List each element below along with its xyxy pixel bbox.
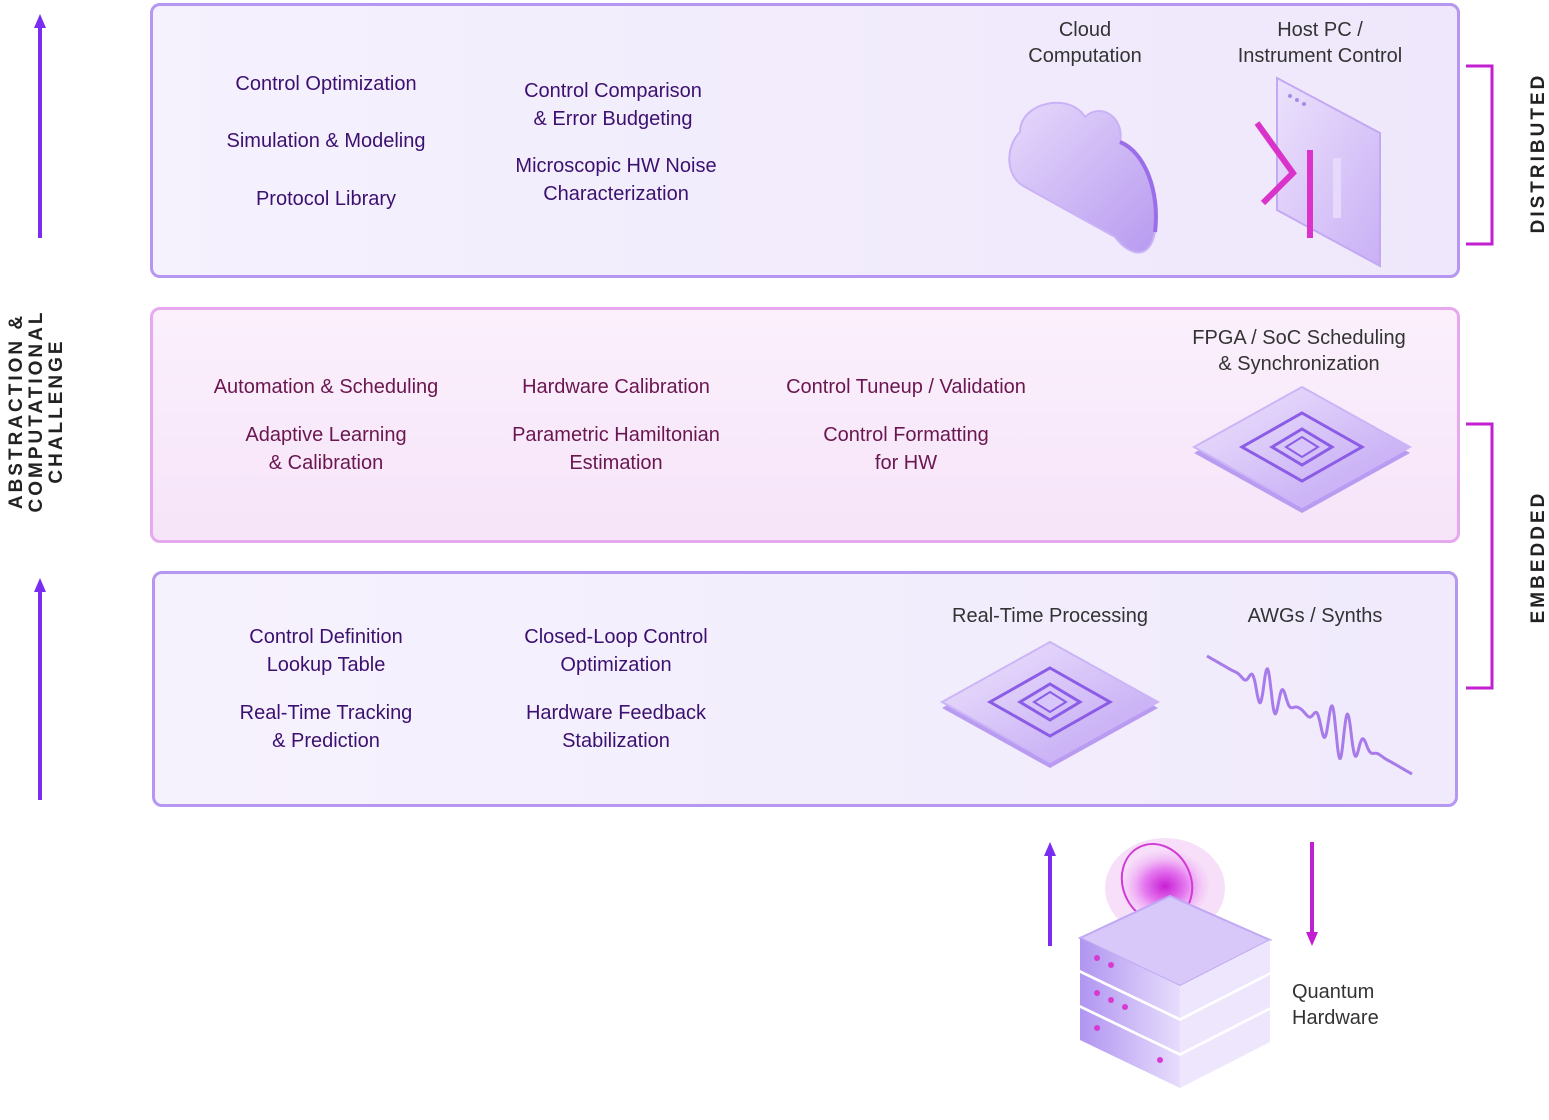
cloud-computation-header: Cloud Computation (1028, 19, 1142, 67)
hw-noise-characterization: Microscopic HW Noise Characterization (515, 155, 717, 205)
waveform-icon (1206, 654, 1413, 776)
hardware-feedback: Hardware Feedback Stabilization (525, 702, 707, 752)
host-pc-header: Host PC / Instrument Control (1237, 19, 1403, 67)
distributed-top-panel (150, 3, 1460, 278)
cloud-icon (1008, 101, 1158, 254)
hardware-calibration: Hardware Calibration (522, 376, 710, 398)
control-optimization: Control Optimization (235, 73, 417, 95)
host-pc-icon (1254, 76, 1381, 268)
protocol-library: Protocol Library (255, 188, 397, 210)
downlink-arrow (1306, 842, 1318, 946)
uplink-arrow (1044, 842, 1056, 946)
quantum-hardware-icon (1077, 838, 1273, 1088)
real-time-chip-icon (939, 640, 1161, 768)
simulation-modeling: Simulation & Modeling (226, 130, 426, 152)
control-tuneup: Control Tuneup / Validation (786, 376, 1026, 398)
closed-loop-control: Closed-Loop Control Optimization (524, 626, 708, 676)
real-time-tracking: Real-Time Tracking & Prediction (239, 702, 413, 752)
fpga-header: FPGA / SoC Scheduling & Synchronization (1192, 327, 1406, 375)
embedded-bracket (1466, 422, 1494, 690)
adaptive-learning: Adaptive Learning & Calibration (245, 424, 407, 474)
control-definition: Control Definition Lookup Table (249, 626, 403, 676)
distributed-label: DISTRIBUTED (1528, 72, 1549, 234)
control-comparison: Control Comparison & Error Budgeting (524, 80, 702, 130)
left-arrow-bottom (34, 578, 46, 800)
left-arrow-top (34, 14, 46, 238)
embedded-label: EMBEDDED (1528, 490, 1549, 624)
control-formatting: Control Formatting for HW (823, 424, 989, 474)
fpga-chip-icon (1191, 385, 1413, 513)
quantum-hardware-label: Quantum Hardware (1292, 981, 1379, 1029)
parametric-hamiltonian: Parametric Hamiltonian Estimation (512, 424, 720, 474)
automation-scheduling: Automation & Scheduling (213, 376, 439, 398)
embedded-bottom-panel (152, 571, 1458, 807)
distributed-bracket (1466, 64, 1494, 246)
real-time-processing-header: Real-Time Processing (952, 605, 1148, 627)
awgs-synths-header: AWGs / Synths (1247, 605, 1383, 627)
left-axis-label: ABSTRACTION & COMPUTATIONAL CHALLENGE (6, 309, 67, 513)
